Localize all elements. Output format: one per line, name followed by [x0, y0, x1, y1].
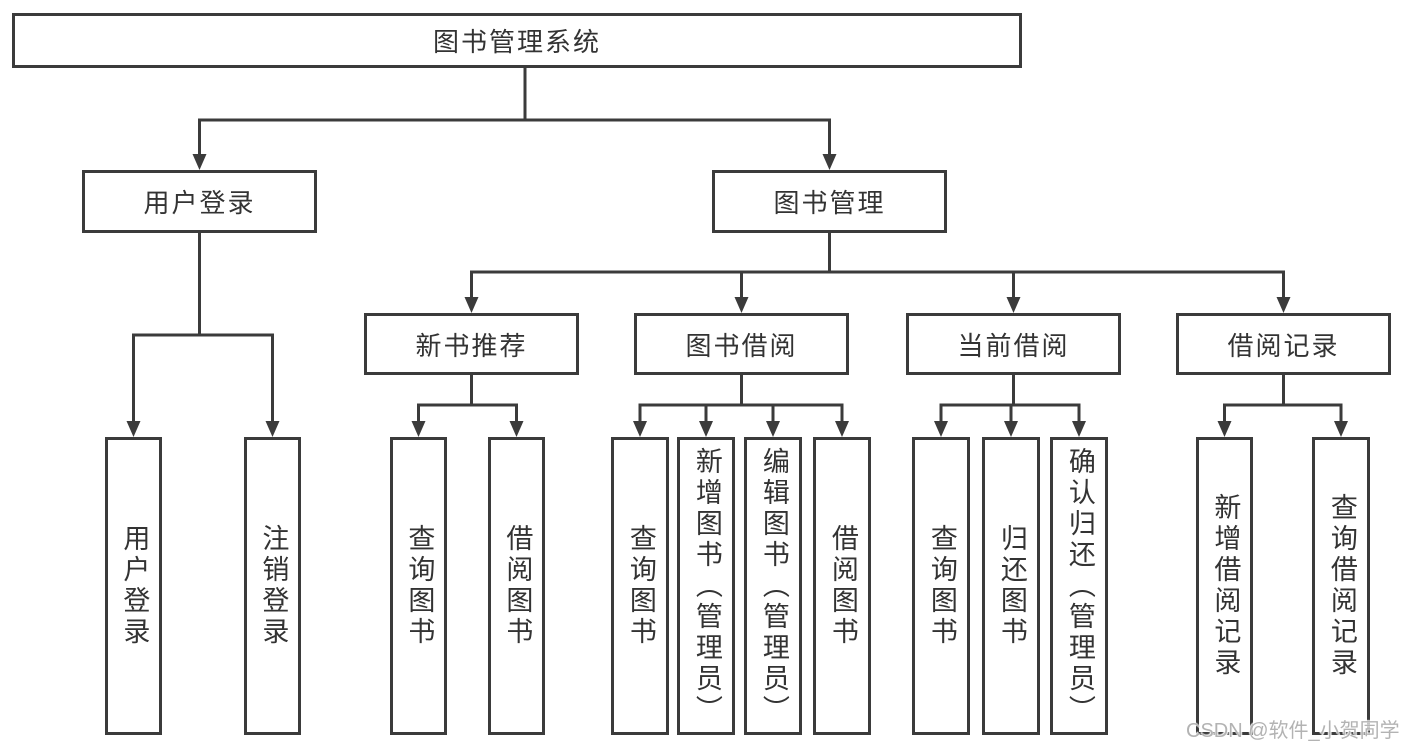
- arrowhead-icon: [934, 421, 948, 437]
- node-current: 当前借阅: [906, 313, 1121, 375]
- node-label: 编辑图书（管理员）: [758, 446, 789, 726]
- arrowhead-icon: [464, 297, 479, 313]
- node-label: 归还图书: [996, 524, 1027, 648]
- node-label: 新增借阅记录: [1210, 493, 1241, 679]
- node-records: 借阅记录: [1176, 313, 1391, 375]
- node-borrow-lend: 借阅图书: [813, 437, 871, 735]
- edge-line: [1282, 375, 1343, 423]
- arrowhead-icon: [734, 297, 749, 313]
- arrowhead-icon: [1072, 421, 1086, 437]
- node-records-query: 查询借阅记录: [1312, 437, 1370, 735]
- node-borrow-edit: 编辑图书（管理员）: [744, 437, 802, 735]
- node-label: 用户登录: [119, 524, 150, 648]
- node-borrow-add: 新增图书（管理员）: [677, 437, 735, 735]
- edge-line: [523, 68, 831, 156]
- node-label: 查询借阅记录: [1326, 493, 1357, 679]
- node-mgmt: 图书管理: [712, 170, 947, 233]
- arrowhead-icon: [1006, 297, 1021, 313]
- node-label: 借阅记录: [1227, 330, 1340, 361]
- edge-line: [740, 375, 775, 423]
- edge-line: [740, 375, 844, 423]
- arrowhead-icon: [766, 421, 780, 437]
- node-label: 借阅图书: [502, 524, 533, 648]
- arrowhead-icon: [822, 154, 837, 170]
- arrowhead-icon: [633, 421, 647, 437]
- edge-line: [470, 233, 831, 299]
- node-root: 图书管理系统: [12, 13, 1022, 68]
- edge-line: [470, 375, 518, 423]
- arrowhead-icon: [1276, 297, 1291, 313]
- arrowhead-icon: [1004, 421, 1018, 437]
- arrowhead-icon: [1217, 421, 1232, 437]
- arrowhead-icon: [192, 154, 207, 170]
- node-records-add: 新增借阅记录: [1196, 437, 1253, 735]
- arrowhead-icon: [411, 421, 426, 437]
- node-label: 图书管理: [773, 188, 886, 218]
- watermark-text: CSDN @软件_小贺同学: [1186, 720, 1400, 742]
- edge-line: [198, 68, 527, 156]
- node-label: 注销登录: [258, 524, 289, 648]
- node-label: 查询图书: [404, 524, 435, 648]
- node-label: 确认归还（管理员）: [1064, 446, 1095, 726]
- node-login: 用户登录: [82, 170, 317, 233]
- node-login-logout: 注销登录: [244, 437, 301, 735]
- edge-line: [828, 233, 1015, 299]
- node-borrow: 图书借阅: [634, 313, 849, 375]
- node-label: 新增图书（管理员）: [691, 446, 722, 726]
- node-cur-return: 归还图书: [982, 437, 1040, 735]
- edge-line: [638, 375, 743, 423]
- edge-line: [828, 233, 1285, 299]
- arrowhead-icon: [699, 421, 713, 437]
- node-label: 新书推荐: [415, 330, 528, 361]
- node-rec-borrow: 借阅图书: [488, 437, 545, 735]
- arrowhead-icon: [835, 421, 849, 437]
- node-label: 图书借阅: [685, 330, 798, 361]
- node-label: 借阅图书: [827, 524, 858, 648]
- node-rec-query: 查询图书: [390, 437, 447, 735]
- edge-line: [198, 233, 274, 423]
- node-borrow-query: 查询图书: [611, 437, 669, 735]
- node-recommend: 新书推荐: [364, 313, 579, 375]
- arrowhead-icon: [509, 421, 524, 437]
- node-label: 图书管理系统: [432, 27, 601, 57]
- node-login-user: 用户登录: [105, 437, 162, 735]
- edge-line: [417, 375, 473, 423]
- edge-line: [939, 375, 1015, 423]
- node-cur-confirm: 确认归还（管理员）: [1050, 437, 1108, 735]
- edge-line: [132, 233, 201, 423]
- node-label: 查询图书: [926, 524, 957, 648]
- node-label: 当前借阅: [957, 330, 1070, 361]
- node-cur-query: 查询图书: [912, 437, 970, 735]
- edge-line: [1223, 375, 1285, 423]
- node-label: 查询图书: [625, 524, 656, 648]
- edge-line: [740, 233, 831, 299]
- arrowhead-icon: [265, 421, 280, 437]
- edge-line: [704, 375, 743, 423]
- arrowhead-icon: [126, 421, 141, 437]
- arrowhead-icon: [1334, 421, 1348, 437]
- edge-line: [1012, 375, 1081, 423]
- node-label: 用户登录: [143, 188, 256, 218]
